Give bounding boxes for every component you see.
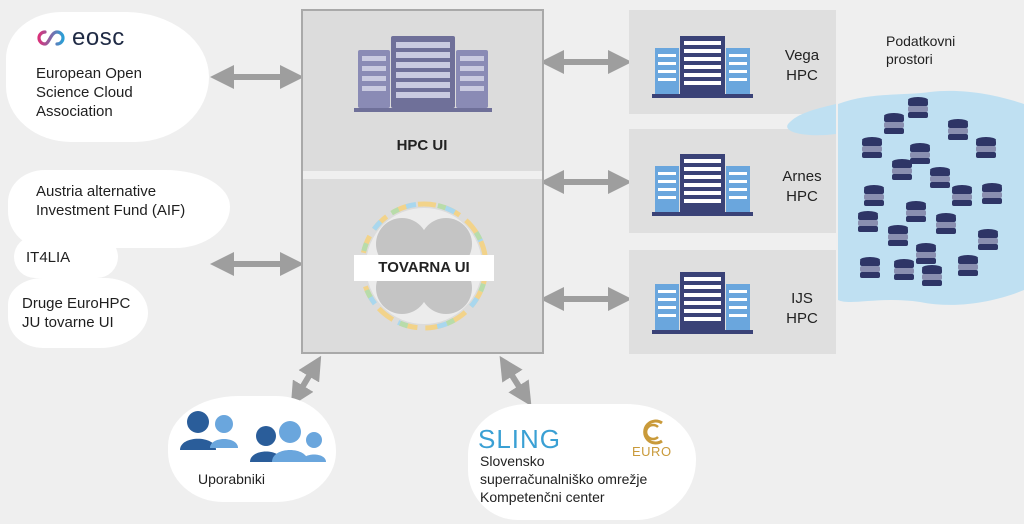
database-icon xyxy=(976,137,996,158)
eosc-name: European Open Science Cloud Association xyxy=(36,64,142,121)
tovarna-ui-label: TOVARNA UI xyxy=(378,259,470,276)
users-label: Uporabniki xyxy=(198,471,265,487)
database-icon xyxy=(936,213,956,234)
vega-label-name: Vega xyxy=(784,47,820,64)
database-icon xyxy=(952,185,972,206)
data-spaces-label-line: Podatkovni xyxy=(886,33,956,49)
data-spaces-label-line: prostori xyxy=(886,51,933,67)
ijs-server-icon xyxy=(652,272,753,334)
database-icon xyxy=(958,255,978,276)
database-icon xyxy=(906,201,926,222)
aif-name-line: Austria alternative xyxy=(36,183,157,200)
arrow-users-center xyxy=(290,355,322,407)
sling-description-line: Kompetenčni center xyxy=(480,489,605,505)
database-icon xyxy=(862,137,882,158)
arnes-label: Arnes HPC xyxy=(772,167,832,207)
sling-description-line: superračunalniško omrežje xyxy=(480,471,648,487)
data-spaces-label: Podatkovni prostori xyxy=(886,32,955,68)
aif-name-line: Investment Fund (AIF) xyxy=(36,202,186,219)
sling-logo-text: SLING xyxy=(478,424,562,454)
aif-card xyxy=(8,170,230,248)
database-icon xyxy=(884,113,904,134)
eosc-name-line: Science Cloud xyxy=(36,84,133,101)
database-icon xyxy=(922,265,942,286)
hpc-ui-label: HPC UI xyxy=(396,137,448,154)
database-icon xyxy=(982,183,1002,204)
arrow-sling-center xyxy=(499,355,532,407)
users-icon xyxy=(180,411,326,462)
database-icon xyxy=(860,257,880,278)
database-icon xyxy=(910,143,930,164)
arnes-label-suffix: HPC xyxy=(786,188,818,205)
vega-label-suffix: HPC xyxy=(786,67,818,84)
ijs-label: IJS HPC xyxy=(772,289,832,329)
vega-server-icon xyxy=(652,36,753,98)
eosc-logo: eosc xyxy=(36,24,125,52)
database-icon xyxy=(978,229,998,250)
it4lia-card xyxy=(14,236,118,278)
euro-logo-icon xyxy=(643,419,663,445)
sling-card xyxy=(468,404,696,520)
hpc-ui-server-icon xyxy=(354,36,492,112)
database-icon xyxy=(894,259,914,280)
ijs-label-name: IJS xyxy=(791,290,813,307)
eurohpc-card xyxy=(8,278,148,348)
eosc-logo-text: eosc xyxy=(72,24,125,51)
eurohpc-name-line: JU tovarne UI xyxy=(22,314,114,331)
center-divider xyxy=(303,171,542,179)
database-icon xyxy=(888,225,908,246)
vega-label: Vega HPC xyxy=(772,46,832,86)
database-icon xyxy=(892,159,912,180)
it4lia-name: IT4LIA xyxy=(26,249,71,266)
eosc-name-line: Association xyxy=(36,103,113,120)
eosc-logo-icon xyxy=(37,30,65,46)
aif-name: Austria alternative Investment Fund (AIF… xyxy=(36,182,185,220)
database-icon xyxy=(858,211,878,232)
database-icon xyxy=(930,167,950,188)
eurohpc-name: Druge EuroHPC JU tovarne UI xyxy=(22,294,130,332)
ijs-label-suffix: HPC xyxy=(786,310,818,327)
database-icon xyxy=(908,97,928,118)
euro-logo-text: EURO xyxy=(632,444,672,459)
database-icon xyxy=(864,185,884,206)
database-icon xyxy=(916,243,936,264)
arnes-server-icon xyxy=(652,154,753,216)
database-icon xyxy=(948,119,968,140)
eurohpc-name-line: Druge EuroHPC xyxy=(22,295,131,312)
arnes-label-name: Arnes xyxy=(782,168,822,185)
sling-description: Slovensko superračunalniško omrežje Komp… xyxy=(480,452,647,506)
eosc-name-line: European Open xyxy=(36,65,142,82)
sling-description-line: Slovensko xyxy=(480,453,545,469)
tovarna-ui-badge xyxy=(354,255,494,281)
